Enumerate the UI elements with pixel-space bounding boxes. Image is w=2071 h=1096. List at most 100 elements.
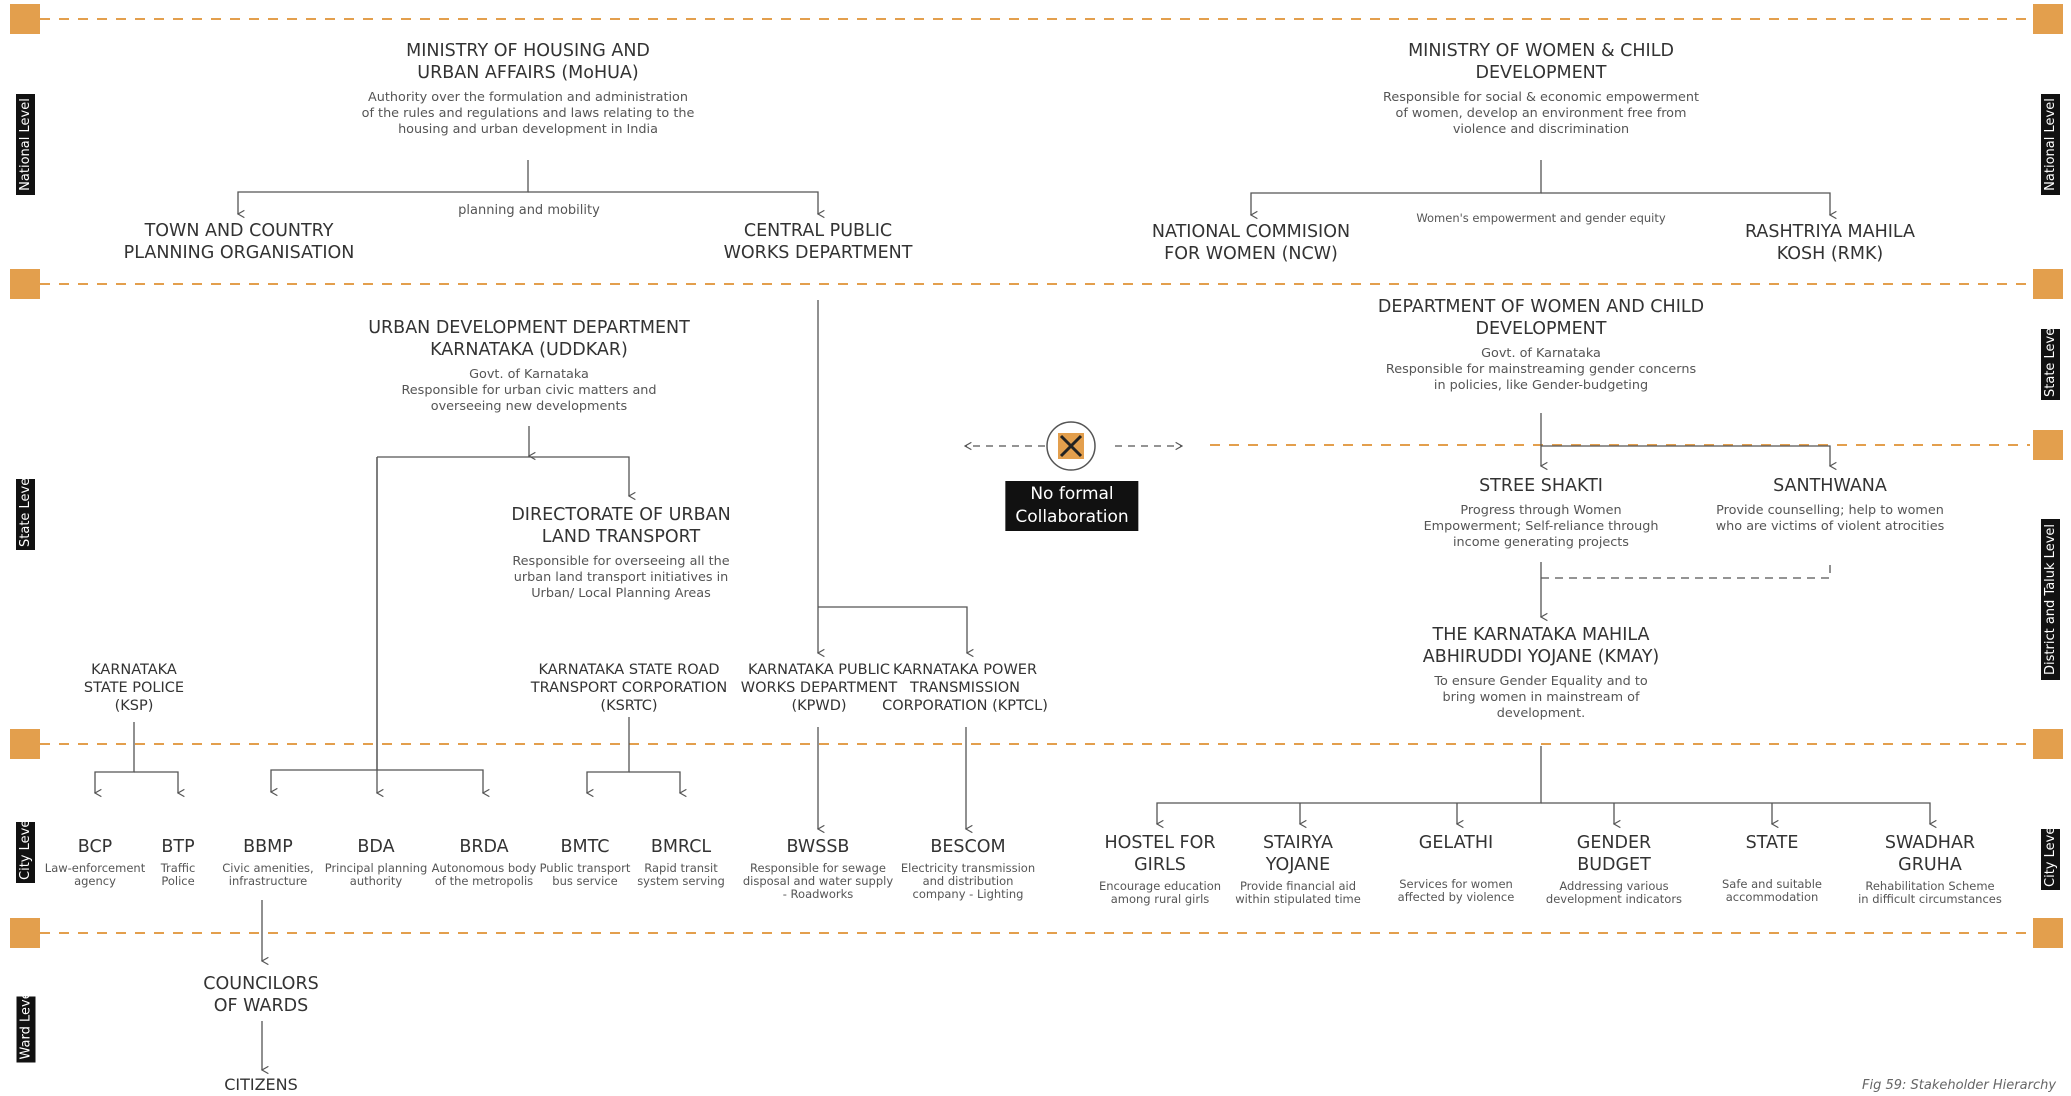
node-dwcd: DEPARTMENT OF WOMEN AND CHILD DEVELOPMEN…: [1331, 296, 1751, 394]
node-bcp: BCP Law-enforcement agency: [40, 836, 150, 888]
no-collaboration-icon: [1046, 421, 1096, 471]
node-kmay: THE KARNATAKA MAHILA ABHIRUDDI YOJANE (K…: [1371, 624, 1711, 722]
node-ncw: NATIONAL COMMISION FOR WOMEN (NCW): [1131, 221, 1371, 265]
edge-label-planning-mobility: planning and mobility: [458, 203, 600, 218]
node-councilors: COUNCILORS OF WARDS: [181, 973, 341, 1017]
node-title: BCP: [77, 837, 113, 857]
node-santhwana: SANTHWANA Provide counselling; help to w…: [1700, 475, 1960, 535]
figure-caption: Fig 59: Stakeholder Hierarchy: [1862, 1078, 2057, 1093]
node-desc: Provide financial aid within stipulated …: [1235, 879, 1361, 906]
node-bda: BDA Principal planning authority: [321, 836, 431, 888]
node-ksrtc: KARNATAKA STATE ROAD TRANSPORT CORPORATI…: [509, 661, 749, 715]
node-gelathi: GELATHI Services for women affected by v…: [1391, 832, 1521, 904]
node-desc: Addressing various development indicator…: [1545, 879, 1683, 906]
node-title: STATE: [1745, 833, 1799, 853]
band-marker: [2033, 269, 2063, 299]
node-dult: DIRECTORATE OF URBAN LAND TRANSPORT Resp…: [471, 504, 771, 602]
node-title: KARNATAKA STATE POLICE (KSP): [83, 662, 185, 714]
node-title: STAIRYA YOJANE: [1263, 833, 1333, 875]
node-desc: Autonomous body of the metropolis: [431, 861, 537, 888]
node-desc: Rehabilitation Scheme in difficult circu…: [1858, 879, 2002, 906]
node-desc: Traffic Police: [160, 861, 196, 888]
node-title: COUNCILORS OF WARDS: [203, 974, 319, 1016]
level-label-district-taluk: District and Taluk Level: [2041, 519, 2060, 680]
level-label-national: National Level: [16, 94, 35, 195]
node-desc: Provide counselling; help to women who a…: [1715, 503, 1945, 534]
node-title: KARNATAKA POWER TRANSMISSION CORPORATION…: [882, 662, 1048, 714]
node-bmrcl: BMRCL Rapid transit system serving: [633, 836, 729, 888]
node-desc: Govt. of Karnataka Responsible for mains…: [1385, 346, 1697, 393]
node-desc: Rapid transit system serving: [637, 861, 725, 888]
node-title: SANTHWANA: [1773, 476, 1887, 496]
node-stree-shakti: STREE SHAKTI Progress through Women Empo…: [1411, 475, 1671, 551]
node-title: BMRCL: [650, 837, 712, 857]
level-label-state: State Level: [16, 474, 35, 550]
node-desc: Civic amenities, infrastructure: [222, 861, 314, 888]
node-desc: Progress through Women Empowerment; Self…: [1423, 503, 1659, 550]
band-marker: [2033, 729, 2063, 759]
band-marker: [10, 918, 40, 948]
level-label-ward: Ward Level: [16, 988, 36, 1063]
band-marker: [2033, 918, 2063, 948]
node-kpwd: KARNATAKA PUBLIC WORKS DEPARTMENT (KPWD): [724, 661, 914, 715]
edge-label-womens-empowerment: Women's empowerment and gender equity: [1416, 211, 1666, 225]
no-collaboration-label: No formal Collaboration: [1005, 481, 1139, 531]
node-title: BESCOM: [930, 837, 1006, 857]
node-bmtc: BMTC Public transport bus service: [537, 836, 633, 888]
node-state-home: STATE Safe and suitable accommodation: [1707, 832, 1837, 904]
node-uddkar: URBAN DEVELOPMENT DEPARTMENT KARNATAKA (…: [319, 317, 739, 415]
node-desc: Authority over the formulation and admin…: [361, 90, 695, 137]
node-title: KARNATAKA PUBLIC WORKS DEPARTMENT (KPWD): [740, 662, 898, 714]
node-bbmp: BBMP Civic amenities, infrastructure: [218, 836, 318, 888]
node-desc: To ensure Gender Equality and to bring w…: [1434, 674, 1648, 721]
node-title: URBAN DEVELOPMENT DEPARTMENT KARNATAKA (…: [368, 318, 690, 360]
level-label-city: City Level: [2041, 823, 2060, 890]
node-kptcl: KARNATAKA POWER TRANSMISSION CORPORATION…: [870, 661, 1060, 715]
band-marker: [2033, 4, 2063, 34]
level-label-city: City Level: [16, 816, 35, 883]
node-title: BMTC: [560, 837, 610, 857]
node-title: BBMP: [243, 837, 293, 857]
level-separators: [40, 18, 2030, 934]
node-title: CENTRAL PUBLIC WORKS DEPARTMENT: [723, 221, 913, 263]
node-mohua: MINISTRY OF HOUSING AND URBAN AFFAIRS (M…: [308, 40, 748, 138]
node-title: MINISTRY OF WOMEN & CHILD DEVELOPMENT: [1408, 41, 1674, 83]
node-desc: Encourage education among rural girls: [1098, 879, 1222, 906]
node-brda: BRDA Autonomous body of the metropolis: [429, 836, 539, 888]
node-cpwd: CENTRAL PUBLIC WORKS DEPARTMENT: [698, 220, 938, 264]
node-title: BTP: [161, 837, 195, 857]
node-title: BRDA: [459, 837, 509, 857]
band-marker: [10, 4, 40, 34]
node-gender-budget: GENDER BUDGET Addressing various develop…: [1539, 832, 1689, 906]
node-title: GELATHI: [1418, 833, 1494, 853]
node-title: THE KARNATAKA MAHILA ABHIRUDDI YOJANE (K…: [1422, 625, 1660, 667]
node-desc: Responsible for social & economic empowe…: [1383, 90, 1699, 137]
node-swadhar-gruha: SWADHAR GRUHA Rehabilitation Scheme in d…: [1850, 832, 2010, 906]
node-bwssb: BWSSB Responsible for sewage disposal an…: [738, 836, 898, 901]
node-title: KARNATAKA STATE ROAD TRANSPORT CORPORATI…: [530, 662, 728, 714]
node-title: MINISTRY OF HOUSING AND URBAN AFFAIRS (M…: [406, 41, 650, 83]
node-title: DIRECTORATE OF URBAN LAND TRANSPORT: [511, 505, 731, 547]
node-title: BWSSB: [786, 837, 850, 857]
node-desc: Responsible for overseeing all the urban…: [512, 554, 730, 601]
node-title: BDA: [357, 837, 395, 857]
band-marker: [10, 729, 40, 759]
node-title: TOWN AND COUNTRY PLANNING ORGANISATION: [123, 221, 355, 263]
node-citizens: CITIZENS: [181, 1076, 341, 1094]
node-desc: Principal planning authority: [324, 861, 428, 888]
node-tcpo: TOWN AND COUNTRY PLANNING ORGANISATION: [99, 220, 379, 264]
node-stairya-yojane: STAIRYA YOJANE Provide financial aid wit…: [1233, 832, 1363, 906]
level-label-national: National Level: [2041, 94, 2060, 195]
node-hostel-for-girls: HOSTEL FOR GIRLS Encourage education amo…: [1095, 832, 1225, 906]
node-title: RASHTRIYA MAHILA KOSH (RMK): [1744, 222, 1916, 264]
node-title: CITIZENS: [224, 1075, 298, 1094]
node-desc: Safe and suitable accommodation: [1721, 877, 1823, 904]
node-ksp: KARNATAKA STATE POLICE (KSP): [64, 661, 204, 715]
node-desc: Govt. of Karnataka Responsible for urban…: [401, 367, 657, 414]
node-rmk: RASHTRIYA MAHILA KOSH (RMK): [1720, 221, 1940, 265]
node-desc: Services for women affected by violence: [1397, 877, 1515, 904]
node-title: DEPARTMENT OF WOMEN AND CHILD DEVELOPMEN…: [1377, 297, 1705, 339]
node-mwcd: MINISTRY OF WOMEN & CHILD DEVELOPMENT Re…: [1321, 40, 1761, 138]
node-title: STREE SHAKTI: [1479, 476, 1603, 496]
